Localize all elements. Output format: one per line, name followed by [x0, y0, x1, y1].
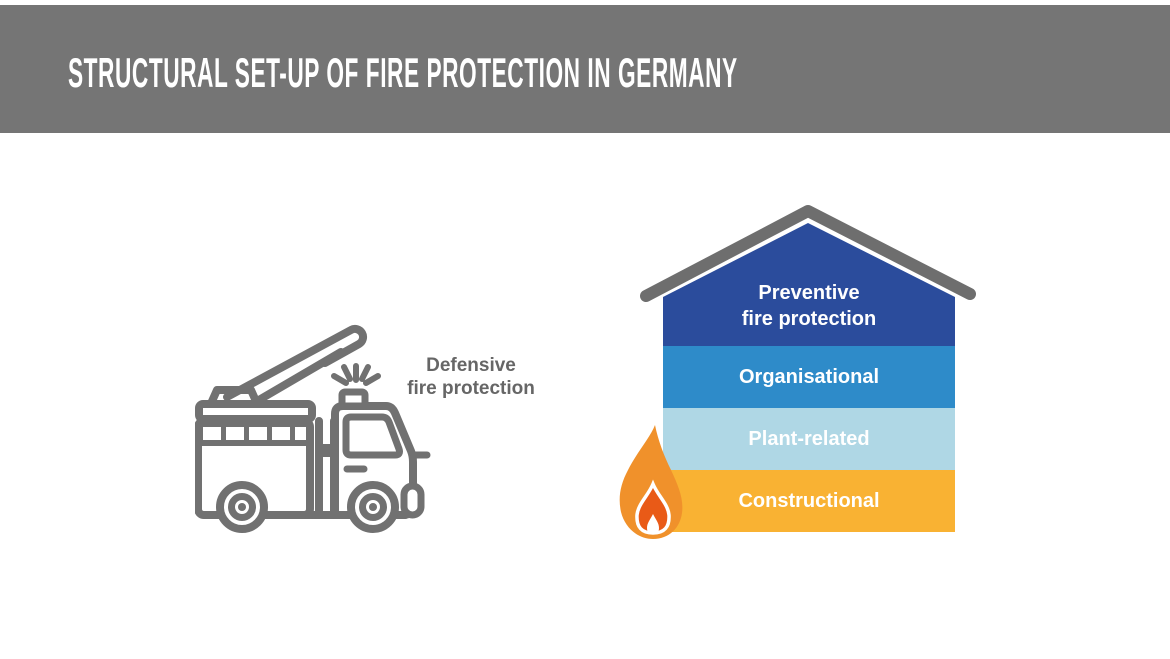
level-plant-related-shape	[663, 408, 955, 470]
level-label-preventive-line2: fire protection	[741, 308, 877, 330]
truck-rail-icon	[195, 400, 316, 423]
truck-ladder-tip-icon	[223, 324, 368, 401]
fire-truck-icon	[195, 324, 431, 533]
flame-core-shape	[647, 514, 659, 534]
truck-locker-windows-icon	[203, 427, 306, 440]
truck-headlight-icon	[400, 482, 425, 519]
level-preventive-shape	[663, 223, 955, 346]
truck-turntable-icon	[205, 386, 263, 412]
defensive-label-line1: Defensive	[426, 355, 516, 376]
house-diagram: Preventive fire protection Organisationa…	[600, 195, 1000, 560]
level-label-preventive-line1: Preventive	[758, 282, 860, 304]
level-label-constructional: Constructional	[738, 489, 880, 512]
house-shapes	[619, 205, 976, 539]
defensive-label: Defensive fire protection	[385, 354, 557, 400]
truck-window-icon	[342, 413, 403, 459]
level-label-organisational: Organisational	[738, 365, 880, 388]
defensive-label-line2: fire protection	[407, 378, 535, 399]
page-title: STRUCTURAL SET-UP OF FIRE PROTECTION IN …	[68, 49, 738, 96]
flame-icon	[619, 425, 683, 539]
house-roof-icon	[640, 205, 976, 302]
siren-rays-icon	[331, 363, 381, 386]
level-label-preventive: Preventive fire protection	[663, 280, 955, 332]
truck-wheel-front-icon	[347, 481, 399, 533]
level-organisational-shape	[663, 346, 955, 408]
header-bar: STRUCTURAL SET-UP OF FIRE PROTECTION IN …	[0, 5, 1170, 133]
level-label-plant-related: Plant-related	[748, 427, 870, 450]
truck-wheel-rear-icon	[216, 481, 268, 533]
siren-icon	[338, 388, 369, 410]
level-constructional-shape	[663, 470, 955, 532]
